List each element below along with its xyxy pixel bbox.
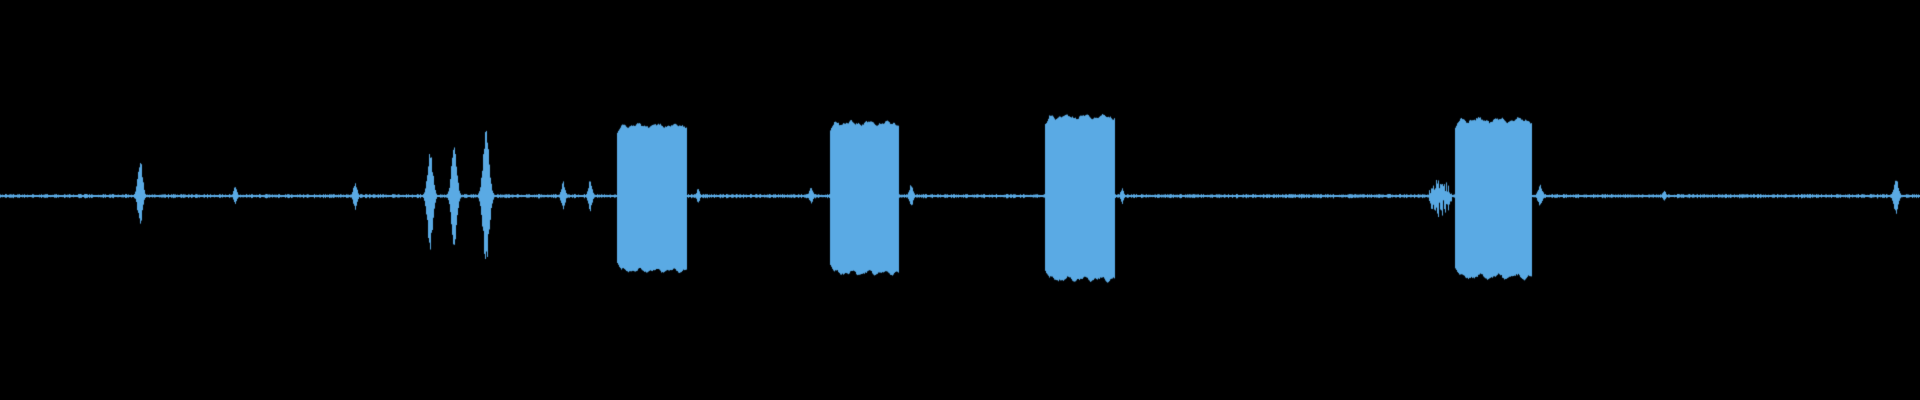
audio-waveform-viewer[interactable] — [0, 0, 1920, 400]
waveform-canvas[interactable] — [0, 0, 1920, 400]
